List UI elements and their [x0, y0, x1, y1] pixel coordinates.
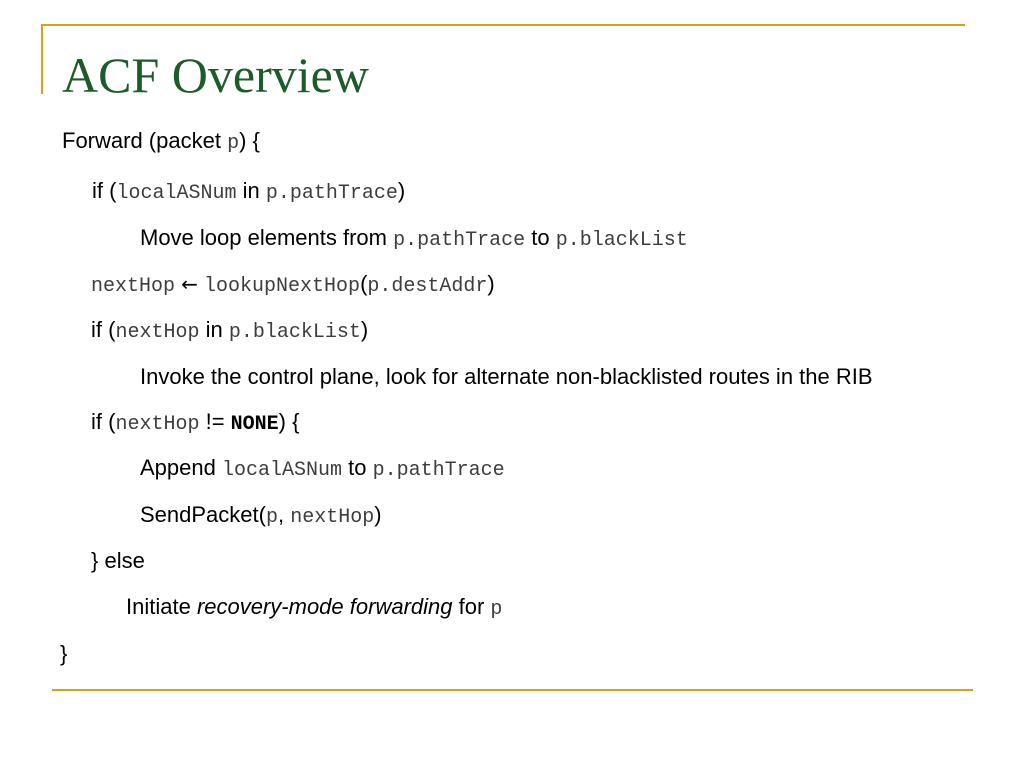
top-rule — [41, 24, 965, 26]
slide-title: ACF Overview — [62, 47, 369, 103]
text-segment: in — [199, 317, 229, 342]
code-token: nextHop — [115, 321, 200, 344]
text-segment: for — [452, 594, 491, 619]
code-token: p.pathTrace — [372, 459, 505, 482]
text-segment: if ( — [92, 178, 117, 203]
text-segment: in — [236, 178, 266, 203]
code-token: nextHop — [115, 413, 200, 436]
code-token: p — [265, 506, 278, 529]
bottom-rule — [52, 689, 973, 691]
text-segment: Append — [140, 455, 222, 480]
code-token: p.blackList — [555, 229, 688, 252]
code-line-if-blacklist: if (nextHop in p.blackList) — [91, 315, 368, 348]
code-line-close-brace: } — [60, 639, 67, 669]
code-line-send-packet: SendPacket(p, nextHop) — [140, 500, 382, 533]
code-token: p — [227, 132, 240, 155]
code-token: lookupNextHop — [204, 275, 361, 298]
code-line-else: } else — [91, 546, 145, 576]
text-segment: ) — [360, 317, 369, 342]
code-line-move-loop: Move loop elements from p.pathTrace to p… — [140, 223, 688, 256]
text-segment: ) — [397, 178, 406, 203]
code-line-forward: Forward (packet p) { — [62, 126, 260, 159]
code-token: NONE — [230, 413, 279, 436]
code-token: p.pathTrace — [265, 182, 398, 205]
code-token: nextHop — [290, 506, 375, 529]
code-line-invoke-control: Invoke the control plane, look for alter… — [140, 362, 873, 392]
left-arrow-icon: ← — [181, 272, 198, 296]
text-segment: ) { — [278, 409, 300, 434]
code-line-append: Append localASNum to p.pathTrace — [140, 453, 505, 486]
code-token: p.pathTrace — [393, 229, 526, 252]
code-token: p.destAddr — [367, 275, 488, 298]
text-segment: ) — [487, 271, 495, 296]
text-segment: if ( — [91, 317, 116, 342]
text-segment: } else — [91, 548, 145, 573]
text-segment: } — [60, 641, 68, 666]
text-segment: != — [199, 409, 231, 434]
code-line-next-hop: nextHop ← lookupNextHop(p.destAddr) — [91, 269, 495, 302]
text-segment: if ( — [91, 409, 116, 434]
left-rule — [41, 24, 43, 94]
text-segment: ) { — [239, 128, 260, 153]
code-token: p — [490, 598, 503, 621]
text-segment: Move loop elements from — [140, 225, 394, 250]
text-segment: , — [277, 502, 291, 527]
code-line-if-local: if (localASNum in p.pathTrace) — [92, 176, 405, 209]
code-token: p.blackList — [228, 321, 361, 344]
text-segment: ( — [360, 271, 368, 296]
text-segment: SendPacket( — [140, 502, 266, 527]
text-segment: to — [342, 455, 373, 480]
code-token: nextHop — [91, 275, 176, 298]
text-segment: Invoke the control plane, look for alter… — [140, 364, 873, 389]
text-segment: recovery-mode forwarding — [196, 594, 453, 619]
text-segment: ) — [374, 502, 382, 527]
code-line-if-none: if (nextHop != NONE) { — [91, 407, 299, 440]
text-segment: Forward (packet — [62, 128, 228, 153]
code-line-initiate-recovery: Initiate recovery-mode forwarding for p — [126, 592, 502, 625]
code-token: localASNum — [221, 459, 342, 482]
text-segment: to — [525, 225, 556, 250]
text-segment: Initiate — [126, 594, 197, 619]
code-token: localASNum — [116, 182, 237, 205]
